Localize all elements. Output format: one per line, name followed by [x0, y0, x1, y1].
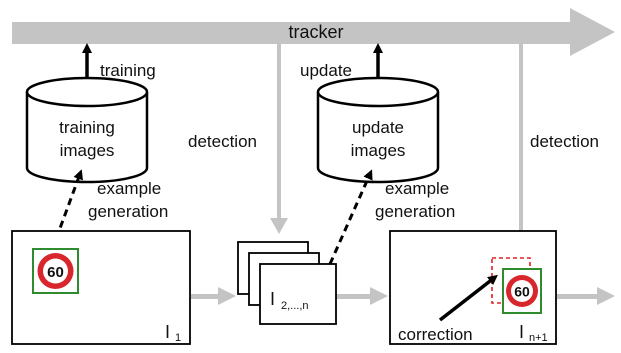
tracker-arrow	[12, 8, 615, 56]
speed-sign-right-text: 60	[514, 284, 530, 300]
update-images-label-1: update	[352, 118, 404, 137]
speed-sign-left: 60	[32, 248, 79, 294]
training-images-database: training images	[25, 76, 149, 184]
flow-arrow-1	[191, 287, 236, 305]
detection-left-label: detection	[188, 132, 257, 151]
update-images-label-2: images	[351, 141, 406, 160]
frame-stack: I 2,...,n	[237, 241, 337, 325]
example-arrow-mid	[328, 169, 373, 265]
detection-right-label: detection	[530, 132, 599, 151]
correction-arrow	[438, 274, 498, 322]
frame-last-label: I	[519, 322, 524, 342]
update-images-database: update images	[316, 76, 440, 184]
flow-arrow-3	[557, 287, 615, 305]
example-generation-left-2: generation	[88, 202, 168, 221]
training-images-label-2: images	[60, 141, 115, 160]
frame-1: 60 I 1	[11, 230, 191, 345]
example-generation-mid-1: example	[385, 179, 449, 198]
example-generation-mid-2: generation	[375, 202, 455, 221]
frame-last-subscript: n+1	[529, 332, 548, 344]
speed-sign-right: 60	[502, 268, 542, 314]
flow-arrow-2	[336, 287, 388, 305]
detection-arrow-left	[270, 44, 288, 234]
example-generation-left-1: example	[97, 179, 161, 198]
training-label: training	[100, 61, 156, 80]
tracker-label: tracker	[288, 22, 343, 42]
frame-1-label: I	[165, 322, 170, 342]
correction-label: correction	[398, 325, 473, 344]
training-images-label-1: training	[59, 118, 115, 137]
frame-middle-subscript: 2,...,n	[281, 300, 309, 312]
update-label: update	[300, 61, 352, 80]
frame-middle-label: I	[270, 289, 275, 309]
frame-n-plus-1: 60 correction I n+1	[389, 230, 557, 345]
speed-sign-left-text: 60	[47, 264, 64, 281]
frame-1-subscript: 1	[175, 332, 181, 344]
